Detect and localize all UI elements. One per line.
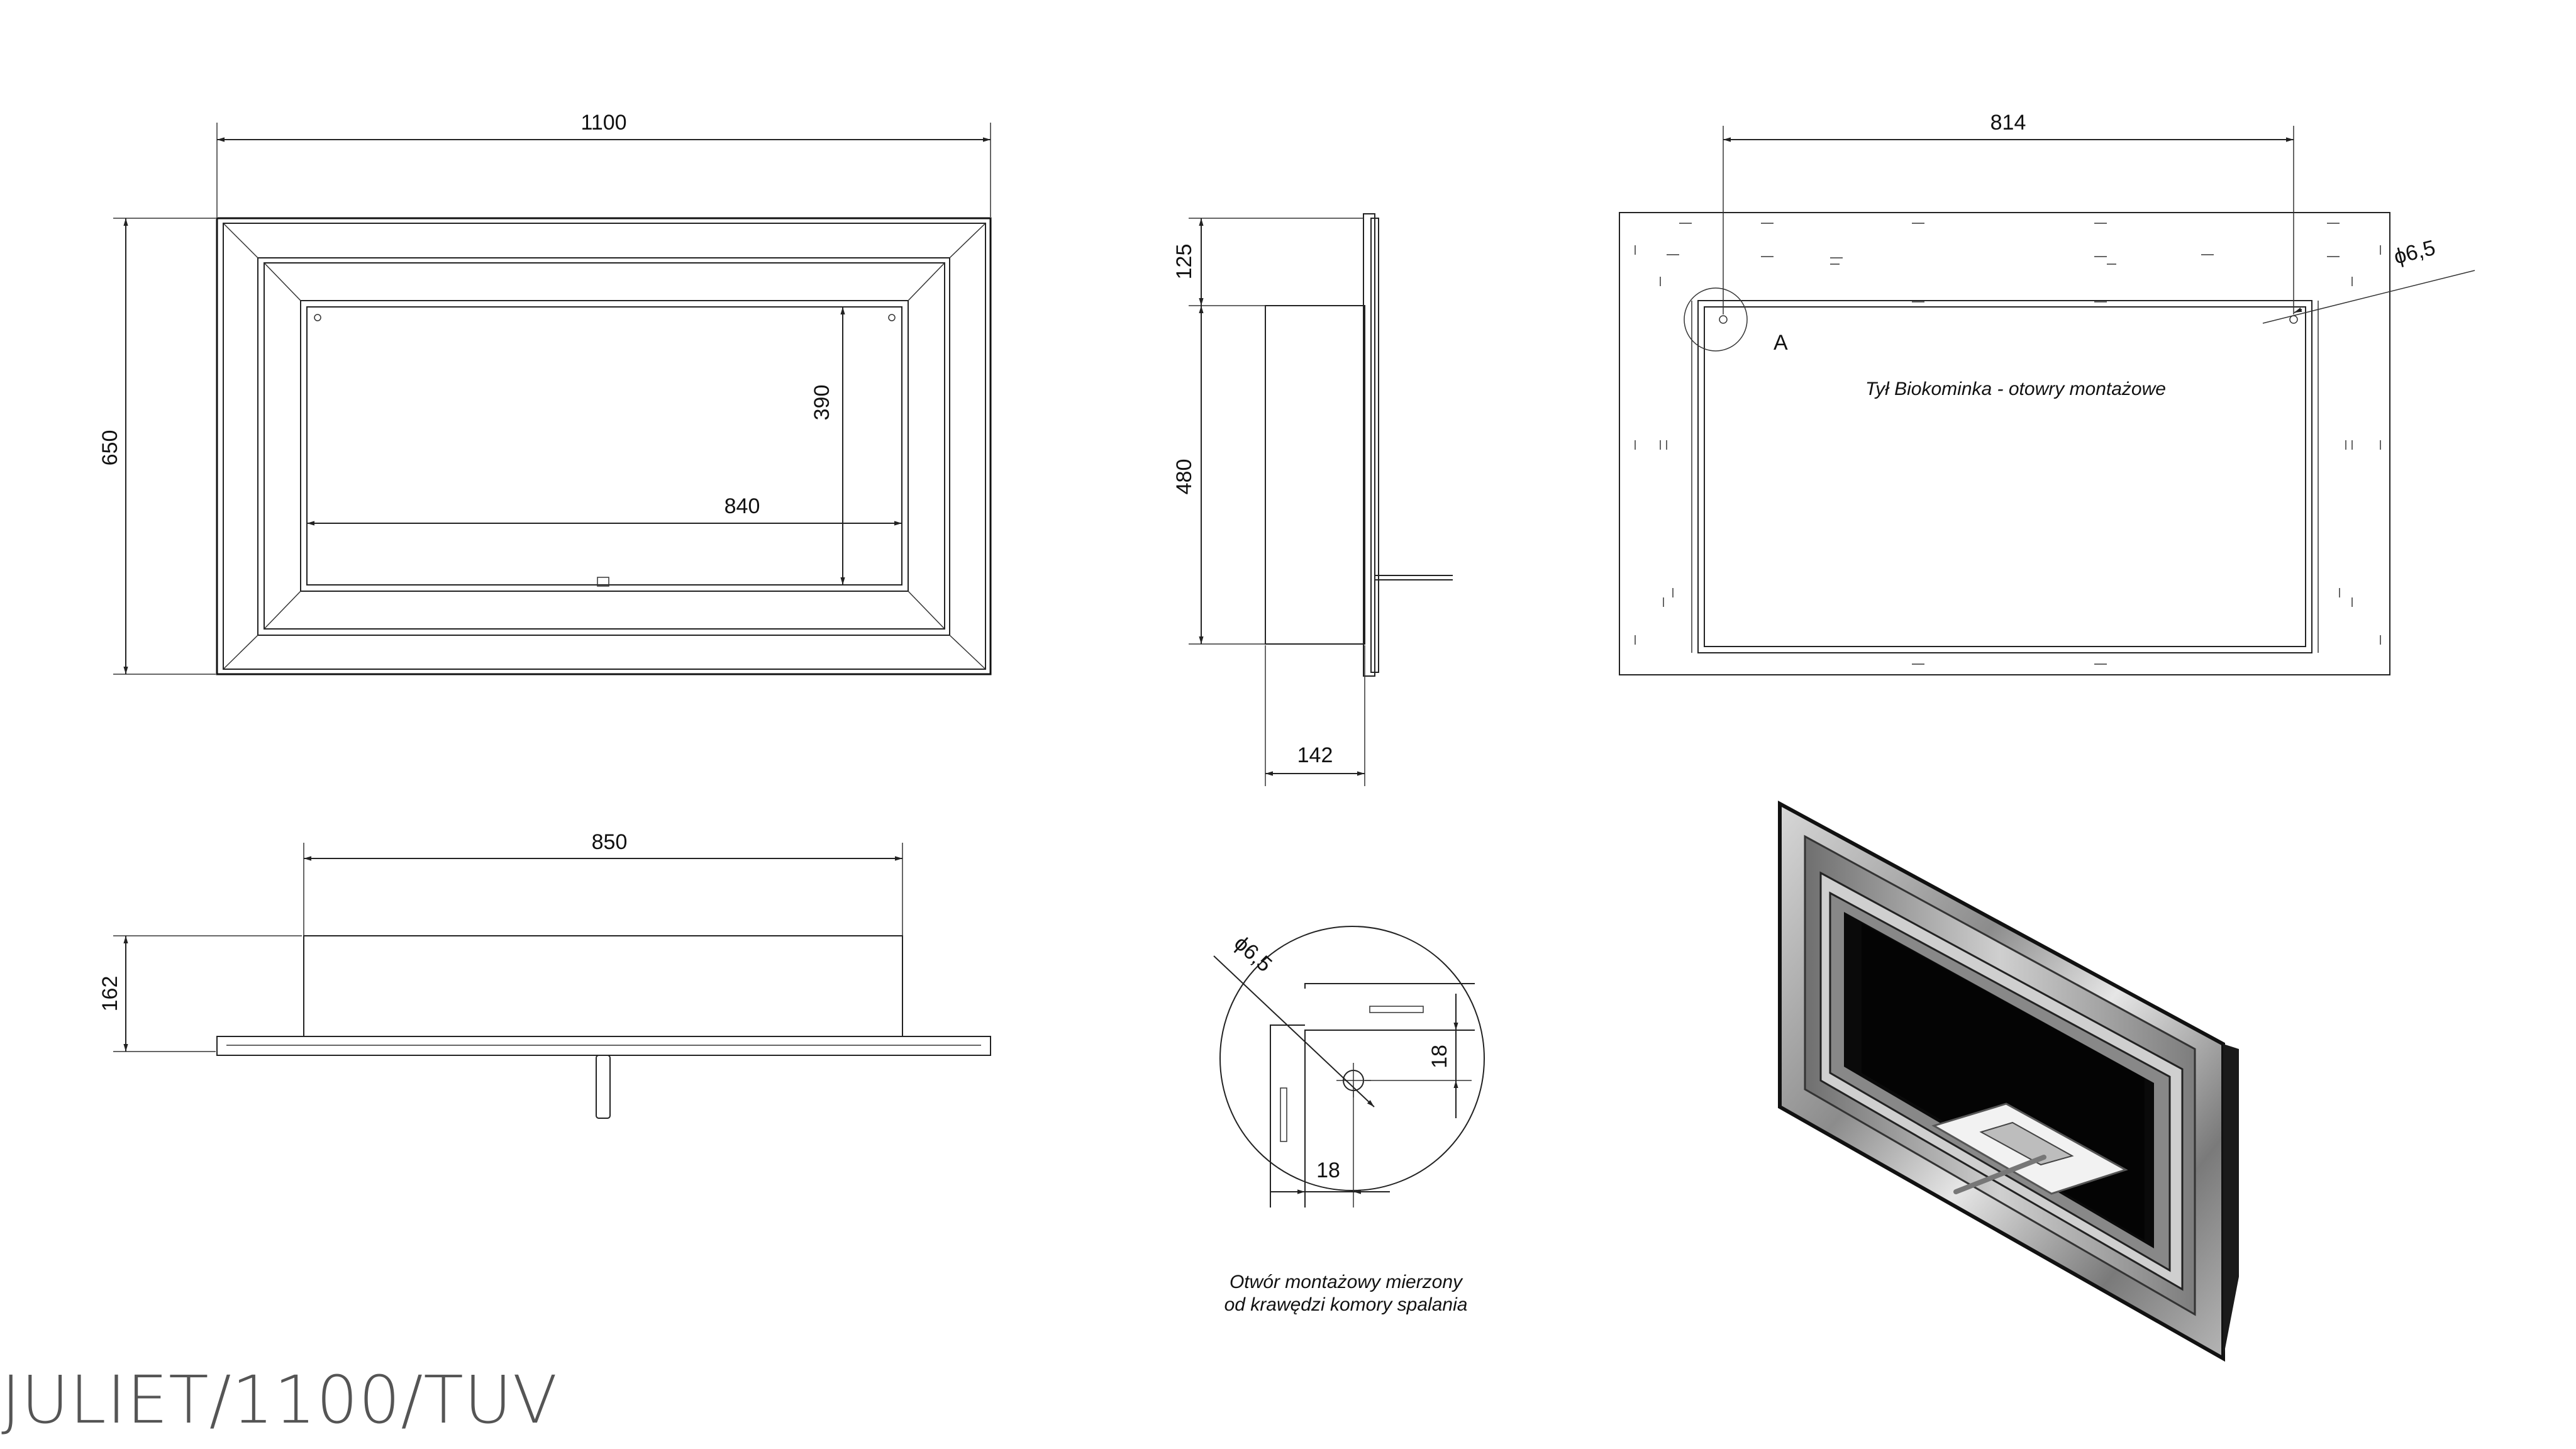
back-view: A 814 ϕ6,5 Tył Biokominka - otowry monta… — [1619, 111, 2475, 675]
detail-hole-diameter-label: ϕ6,5 — [1230, 931, 1277, 977]
inner-width-label: 840 — [724, 494, 760, 518]
back-hole-diameter-label: ϕ6,5 — [2392, 236, 2438, 269]
detail-offset-horizontal-label: 18 — [1316, 1158, 1340, 1182]
side-depth-label: 142 — [1297, 743, 1333, 767]
side-top-label: 125 — [1172, 244, 1196, 280]
inner-height-label: 390 — [810, 385, 834, 421]
top-view: 850 162 — [98, 830, 991, 1119]
side-view: 125 480 142 — [1172, 213, 1453, 786]
front-view: 1100 650 390 840 — [98, 111, 992, 675]
detail-caption-line2: od krawędzi komory spalania — [1224, 1294, 1468, 1315]
model-title: JULIET/1100/TUV — [1, 1362, 558, 1438]
detail-view: ϕ6,5 18 18 Otwór montażowy mierzony od k… — [1213, 926, 1485, 1315]
hole-spacing-label: 814 — [1990, 111, 2026, 135]
front-width-label: 1100 — [580, 111, 626, 135]
side-body-label: 480 — [1172, 459, 1196, 495]
top-depth-label: 162 — [98, 976, 122, 1012]
back-view-caption: Tył Biokominka - otowry montażowe — [1865, 379, 2166, 399]
front-height-label: 650 — [98, 430, 122, 466]
front-outer-frame — [216, 217, 992, 675]
top-width-label: 850 — [592, 830, 628, 854]
detail-caption-line1: Otwór montażowy mierzony — [1230, 1272, 1463, 1292]
detail-offset-vertical-label: 18 — [1428, 1045, 1452, 1069]
detail-a-circle — [1684, 287, 1748, 352]
fireplace-render — [1778, 800, 2239, 1362]
detail-marker: A — [1774, 331, 1788, 355]
